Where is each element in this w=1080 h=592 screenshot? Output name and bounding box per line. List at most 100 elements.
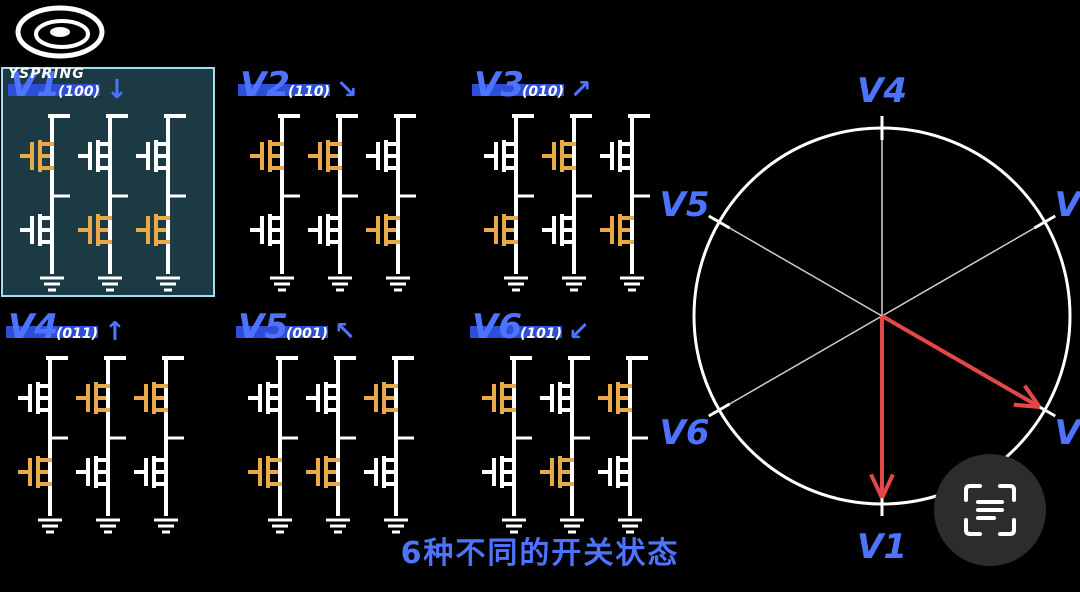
ground-icon	[560, 518, 584, 534]
hexagon-label-v5: V5	[660, 185, 710, 225]
inverter-leg	[366, 114, 416, 292]
transistor	[598, 382, 632, 414]
transistor	[78, 140, 112, 172]
state-label-bar	[238, 84, 330, 96]
inverter-leg	[308, 114, 358, 292]
transistor	[248, 382, 282, 414]
inverter-leg	[364, 356, 414, 534]
inverter-leg	[76, 356, 126, 534]
transistor	[248, 456, 282, 488]
state-label-bar	[8, 84, 100, 96]
state-name: V1	[10, 65, 60, 105]
transistor	[364, 382, 398, 414]
transistor	[482, 382, 516, 414]
ground-icon	[620, 276, 644, 292]
transistor	[20, 214, 54, 246]
state-label-bar	[236, 326, 328, 338]
transistor	[598, 456, 632, 488]
transistor	[136, 140, 170, 172]
transistor	[540, 382, 574, 414]
hexagon-label-v6: V6	[660, 413, 710, 453]
transistor	[542, 140, 576, 172]
state-code: (110)	[288, 84, 330, 100]
ground-icon	[326, 518, 350, 534]
state-arrow: ↑	[104, 317, 126, 347]
state-cell-v6: V6(101)↙	[470, 307, 648, 534]
ground-icon	[328, 276, 352, 292]
inverter-leg	[20, 114, 70, 292]
transistor	[600, 140, 634, 172]
transistor	[250, 214, 284, 246]
inverter-leg	[600, 114, 650, 292]
transistor	[78, 214, 112, 246]
inverter-leg	[136, 114, 186, 292]
state-arrow: ↓	[106, 75, 128, 105]
logo-swirl-icon	[15, 5, 105, 59]
hexagon-label-v4: V4	[857, 71, 907, 111]
scan-text-button[interactable]	[934, 454, 1046, 566]
tick	[1033, 214, 1056, 230]
transistor	[20, 140, 54, 172]
state-name: V4	[8, 307, 58, 347]
ground-icon	[268, 518, 292, 534]
logo-text: YSPRING	[8, 66, 85, 82]
transistor	[484, 140, 518, 172]
state-arrow: ↖	[334, 317, 356, 347]
hexagon-label-v1: V1	[857, 527, 907, 567]
inverter-leg	[78, 114, 128, 292]
state-name: V6	[472, 307, 522, 347]
inverter-leg	[598, 356, 648, 534]
state-name: V5	[238, 307, 288, 347]
transistor	[250, 140, 284, 172]
transistor	[136, 214, 170, 246]
ground-icon	[154, 518, 178, 534]
state-cell-v1: V1(100) ↓	[1, 65, 215, 297]
state-cell-v3: V3(010) ↗	[472, 65, 650, 292]
state-code: (100)	[58, 84, 100, 100]
state-code: (011)	[56, 326, 98, 342]
state-name: V3	[474, 65, 524, 105]
state-cell-v5: V5(001)↖	[236, 307, 414, 534]
transistor	[18, 382, 52, 414]
inverter-leg	[540, 356, 590, 534]
state-label-bar	[470, 326, 562, 338]
ground-icon	[504, 276, 528, 292]
ground-icon	[96, 518, 120, 534]
state-code: (101)	[520, 326, 562, 342]
state-code: (010)	[522, 84, 564, 100]
transistor	[308, 214, 342, 246]
inverter-leg	[482, 356, 532, 534]
transistor	[306, 382, 340, 414]
state-arrow: ↗	[570, 75, 592, 105]
subtitle-caption: 6种不同的开关状态	[400, 536, 680, 571]
ground-icon	[156, 276, 180, 292]
transistor	[364, 456, 398, 488]
state-cell-v4: V4(011) ↑	[6, 307, 184, 534]
transistor	[308, 140, 342, 172]
inverter-leg	[250, 114, 300, 292]
axis-v3	[881, 221, 1046, 317]
inverter-leg	[134, 356, 184, 534]
axis-v6	[718, 315, 883, 411]
state-arrow: ↘	[336, 75, 358, 105]
ground-icon	[502, 518, 526, 534]
space-vector-circle: V1V2V3V4V5V6	[660, 71, 1080, 567]
ground-icon	[618, 518, 642, 534]
ground-icon	[562, 276, 586, 292]
hexagon-label-v2: V2	[1054, 413, 1080, 453]
transistor	[134, 382, 168, 414]
tick	[708, 402, 731, 418]
vector-v2-arrow	[880, 314, 1042, 409]
transistor	[76, 382, 110, 414]
tick	[708, 214, 731, 230]
transistor	[542, 214, 576, 246]
ground-icon	[384, 518, 408, 534]
inverter-leg	[484, 114, 534, 292]
state-label-bar	[6, 326, 98, 338]
state-label-bar	[472, 84, 564, 96]
ground-icon	[386, 276, 410, 292]
ground-icon	[98, 276, 122, 292]
transistor	[306, 456, 340, 488]
transistor	[366, 140, 400, 172]
